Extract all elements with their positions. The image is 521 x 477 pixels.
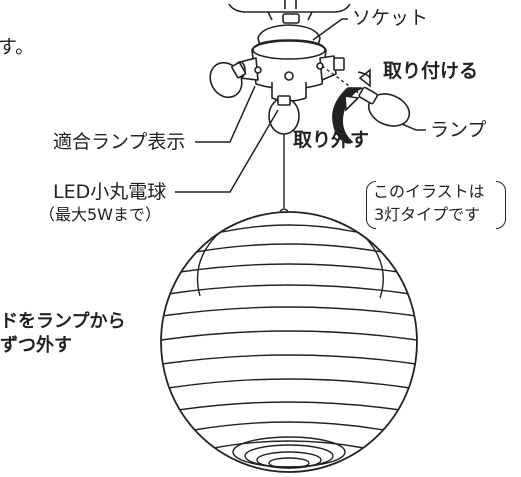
remove-label: 取り外す — [293, 129, 370, 151]
ceiling-mount — [228, 0, 351, 24]
socket-body — [234, 24, 337, 102]
cropped-edge-text: す。 — [0, 36, 35, 58]
led-wattage-note: （最大5Wまで） — [39, 205, 162, 224]
detached-lamp — [358, 86, 411, 127]
lamp-indicator-label: 適合ランプ表示 — [53, 131, 186, 153]
led-bulb-label: LED小丸電球 — [53, 181, 167, 203]
lantern-shade — [160, 211, 418, 473]
lamp-label: ランプ — [430, 119, 487, 141]
note-bracket-right — [496, 181, 506, 229]
mounted-lamps — [209, 57, 345, 135]
illustration-note-line1: このイラストは — [373, 182, 485, 201]
attach-label: 取り付ける — [383, 60, 479, 82]
rotation-arrow-icon — [332, 68, 371, 144]
leader-lines — [175, 18, 426, 193]
illustration-note-line2: 3灯タイプです — [374, 205, 481, 224]
socket-label: ソケット — [352, 7, 429, 29]
pull-cord — [279, 134, 289, 218]
lamp-bulb-icon — [333, 57, 345, 71]
shade-instruction-line2: ずつ外す — [0, 335, 72, 356]
attach-guide-line — [321, 65, 361, 95]
lamp-bulb-icon — [209, 61, 247, 99]
shade-instruction-line1: ドをランプから — [0, 311, 126, 332]
